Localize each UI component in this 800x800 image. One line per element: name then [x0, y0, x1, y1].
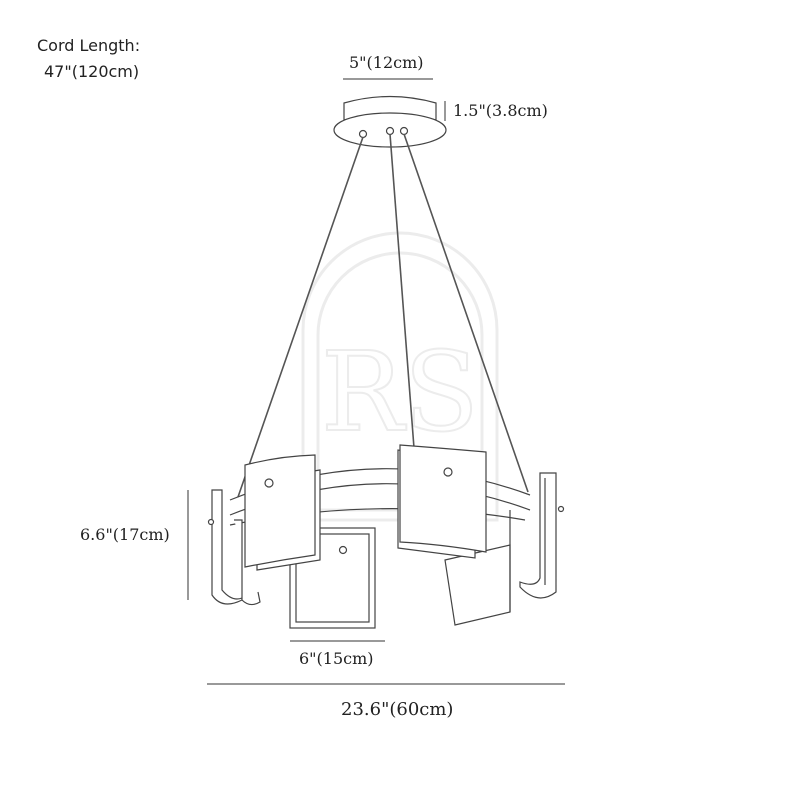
shade-back-center	[289, 527, 376, 629]
cord-length-title: Cord Length:	[37, 36, 141, 55]
canopy-height-label: 1.5"(3.8cm)	[453, 101, 548, 120]
shade-width-label: 6"(15cm)	[299, 649, 374, 668]
canopy-width-label: 5"(12cm)	[349, 53, 424, 72]
shade-front-right	[397, 444, 487, 559]
shade-height-label: 6.6"(17cm)	[80, 525, 170, 544]
watermark-logo: RS	[301, 231, 499, 522]
overall-width-label: 23.6"(60cm)	[341, 699, 454, 720]
cord-length-value: 47"(120cm)	[44, 62, 140, 81]
shade-back-right	[444, 510, 511, 626]
shade-right	[519, 472, 565, 599]
suspension-cords	[237, 133, 529, 498]
shade-front-left	[244, 454, 321, 571]
svg-text:RS: RS	[321, 328, 479, 456]
